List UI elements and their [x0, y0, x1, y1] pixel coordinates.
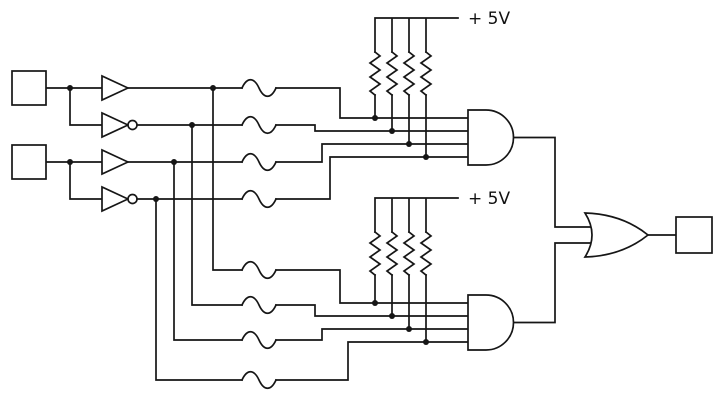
- resistor-icon: [402, 50, 416, 97]
- junction-dot: [423, 339, 429, 345]
- wire-vcc-bottom: [374, 197, 459, 343]
- pullup-resistors: [368, 50, 433, 277]
- and-gate-top-icon: [467, 109, 515, 166]
- wire-row4-top: [136, 156, 469, 200]
- resistor-icon: [419, 230, 433, 277]
- fuse-icon: [240, 295, 278, 315]
- fuse-icon: [240, 370, 278, 390]
- wires: [45, 17, 677, 381]
- resistor-icon: [368, 50, 382, 97]
- output-box: [675, 216, 713, 254]
- inverter-1-icon: [101, 111, 131, 139]
- junction-dot: [210, 85, 216, 91]
- junction-dots: [67, 85, 429, 345]
- junction-dot: [389, 128, 395, 134]
- fuse-icon: [240, 115, 278, 135]
- and-gate-bottom-icon: [467, 294, 515, 351]
- wire-row1-bottom: [212, 87, 469, 304]
- fuse-icon: [240, 330, 278, 350]
- buffer-1-icon: [101, 74, 131, 102]
- fuse-icon: [240, 189, 278, 209]
- junction-dot: [67, 85, 73, 91]
- fuse-icon: [240, 78, 278, 98]
- resistor-icon: [419, 50, 433, 97]
- wire-row3-top: [127, 143, 469, 163]
- wire-row3-bottom: [173, 161, 469, 341]
- wire-row2-top: [136, 124, 469, 132]
- wire-and-top-output: [512, 136, 592, 228]
- vcc-label-top: + 5V: [468, 9, 510, 29]
- input-box-1: [11, 70, 47, 106]
- wire-input2: [45, 161, 103, 200]
- junction-dot: [423, 154, 429, 160]
- resistor-icon: [385, 50, 399, 97]
- or-gate-icon: [583, 212, 650, 258]
- junction-dot: [372, 300, 378, 306]
- wire-and-bottom-output: [512, 242, 592, 324]
- junction-dot: [372, 115, 378, 121]
- wire-row1-top: [127, 87, 469, 119]
- junction-dot: [389, 313, 395, 319]
- junction-dot: [171, 159, 177, 165]
- buffer-2-icon: [101, 148, 131, 176]
- input-box-2: [11, 144, 47, 180]
- inverter-2-bubble-icon: [127, 193, 138, 205]
- inverter-1-bubble-icon: [127, 119, 138, 131]
- junction-dot: [189, 122, 195, 128]
- fuse-links: [240, 78, 278, 390]
- vcc-label-bottom: + 5V: [468, 189, 510, 209]
- wire-input1: [45, 87, 103, 126]
- junction-dot: [67, 159, 73, 165]
- junction-dot: [406, 326, 412, 332]
- wire-vcc-top: [374, 17, 459, 158]
- junction-dot: [153, 196, 159, 202]
- logic-gates: [467, 109, 650, 351]
- resistor-icon: [385, 230, 399, 277]
- junction-dot: [406, 141, 412, 147]
- wire-row4-bottom: [155, 198, 469, 381]
- fuse-icon: [240, 152, 278, 172]
- fuse-icon: [240, 260, 278, 280]
- inverter-2-icon: [101, 185, 131, 213]
- resistor-icon: [368, 230, 382, 277]
- resistor-icon: [402, 230, 416, 277]
- input-buffers: [101, 74, 138, 213]
